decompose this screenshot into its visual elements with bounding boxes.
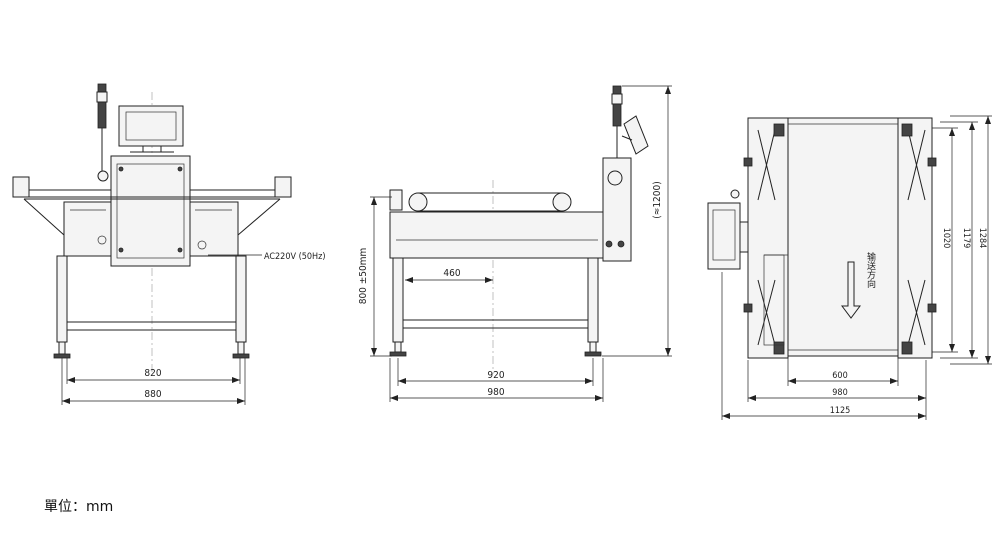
touch-screen (118, 105, 184, 153)
top-dim-980: 980 (832, 388, 847, 398)
front-dim-820: 820 (144, 368, 161, 379)
front-dim-880: 880 (144, 389, 161, 400)
top-view: 输送方向 1020 1179 1284 600 98 (707, 115, 992, 420)
front-stand (53, 255, 250, 359)
power-note: AC220V (50Hz) (264, 252, 326, 262)
top-dim-1284: 1284 (977, 228, 987, 249)
front-conveyor (12, 176, 292, 257)
side-view: 800 ±50mm 460 (≈1200) 920 980 (358, 85, 672, 402)
top-dim-1179: 1179 (961, 228, 971, 249)
side-cabinet (602, 157, 632, 262)
top-bottom-dimensions: 600 980 1125 (721, 272, 927, 420)
side-dim-920: 920 (487, 370, 504, 381)
side-dim-height: 800 ±50mm (358, 248, 369, 305)
side-signal-tower (611, 85, 649, 160)
top-belt (787, 117, 899, 357)
top-dim-1020: 1020 (941, 228, 951, 249)
top-dim-600: 600 (832, 371, 847, 381)
signal-tower (96, 83, 109, 182)
flow-direction-arrow (841, 261, 861, 319)
unit-label: 單位：mm (44, 499, 114, 515)
flow-label: 输送方向 (865, 251, 876, 288)
top-screen (707, 189, 749, 270)
top-frame (743, 117, 937, 359)
side-conveyor (389, 189, 604, 259)
front-view: AC220V (50Hz) 820 880 (12, 83, 326, 405)
side-dim-1200: (≈1200) (652, 181, 663, 218)
side-dim-980: 980 (487, 387, 504, 398)
front-dimensions: 820 880 (61, 358, 246, 405)
side-dimensions: 800 ±50mm 460 (≈1200) 920 980 (358, 85, 672, 402)
top-right-dimensions: 1020 1179 1284 (932, 115, 992, 365)
side-dim-460: 460 (443, 268, 460, 279)
weighing-cabinet (110, 155, 191, 267)
side-stand (389, 257, 602, 357)
top-dim-1125: 1125 (830, 406, 851, 416)
